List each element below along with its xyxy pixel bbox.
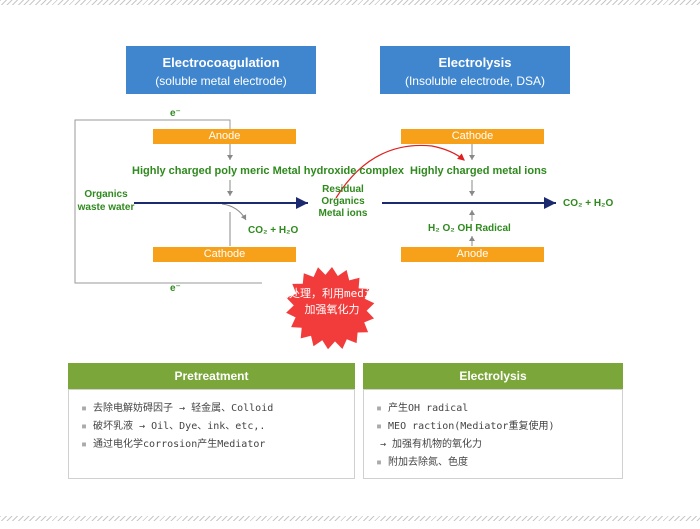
left-anode-bar: Anode (153, 129, 296, 144)
organics-waste-water-label: Organics waste water (76, 188, 136, 214)
mediator-starburst (286, 267, 375, 350)
mediator-note-line1: 连接处理，利用mediator (267, 287, 397, 300)
pretreatment-panel: ▪去除电解妨碍因子 → 轻金属、Colloid ▪破坏乳液 → Oil、Dye、… (68, 389, 355, 479)
electron-top-label: e⁻ (170, 108, 181, 119)
electrolysis-item-continued: → 加强有机物的氧化力 (380, 439, 483, 450)
electrolysis-panel-header: Electrolysis (363, 363, 623, 389)
electrolysis-panel: ▪产生OH radical ▪MEO raction(Mediator重复使用)… (363, 389, 623, 479)
highly-charged-metal-ions-label: Highly charged metal ions (410, 165, 547, 177)
electrolysis-item: ▪附加去除氮、色度 (376, 457, 469, 468)
right-co2-label: CO₂ + H₂O (563, 198, 614, 209)
waste-water-label: waste water (77, 202, 135, 213)
metal-ions-label: Metal ions (318, 208, 368, 219)
electrolysis-subtitle: (Insoluble electrode, DSA) (404, 74, 546, 88)
organics-label: Organics (84, 189, 128, 200)
mediator-note-line2: 加强氧化力 (304, 303, 360, 316)
right-cathode-bar: Cathode (401, 129, 544, 144)
top-hatch-divider (0, 0, 700, 5)
co2-curve-arrow (221, 203, 247, 221)
residual-label: Residual (322, 184, 364, 195)
hydroxide-complex-label: Highly charged poly meric Metal hydroxid… (132, 165, 405, 177)
electrolysis-title: Electrolysis (438, 55, 512, 70)
external-circuit-wire (74, 119, 262, 284)
bottom-hatch-divider (0, 516, 700, 521)
pretreatment-header: Pretreatment (68, 363, 355, 389)
electron-bottom-label: e⁻ (170, 283, 181, 294)
left-co2-label: CO₂ + H₂O (248, 225, 299, 236)
pretreatment-item: ▪通过电化学corrosion产生Mediator (81, 439, 266, 450)
electrocoagulation-title-box: Electrocoagulation (soluble metal electr… (126, 46, 316, 94)
radical-label: H₂ O₂ OH Radical (428, 223, 511, 234)
right-anode-bar: Anode (401, 247, 544, 262)
electrolysis-title-box: Electrolysis (Insoluble electrode, DSA) (380, 46, 570, 94)
electrolysis-item: ▪MEO raction(Mediator重复使用) (376, 421, 555, 432)
electrocoagulation-title: Electrocoagulation (162, 55, 280, 70)
metal-ions-red-arrow (335, 144, 465, 199)
pretreatment-item: ▪破坏乳液 → Oil、Dye、ink、etc,. (81, 421, 266, 432)
organics-middle-label: Organics (321, 196, 365, 207)
electrolysis-item: ▪产生OH radical (376, 403, 469, 414)
residual-organics-label: Residual Organics Metal ions (312, 184, 374, 220)
mediator-note: 连接处理，利用mediator 加强氧化力 (262, 286, 402, 318)
electrocoagulation-subtitle: (soluble metal electrode) (155, 74, 287, 88)
pretreatment-item: ▪去除电解妨碍因子 → 轻金属、Colloid (81, 403, 274, 414)
left-cathode-bar: Cathode (153, 247, 296, 262)
